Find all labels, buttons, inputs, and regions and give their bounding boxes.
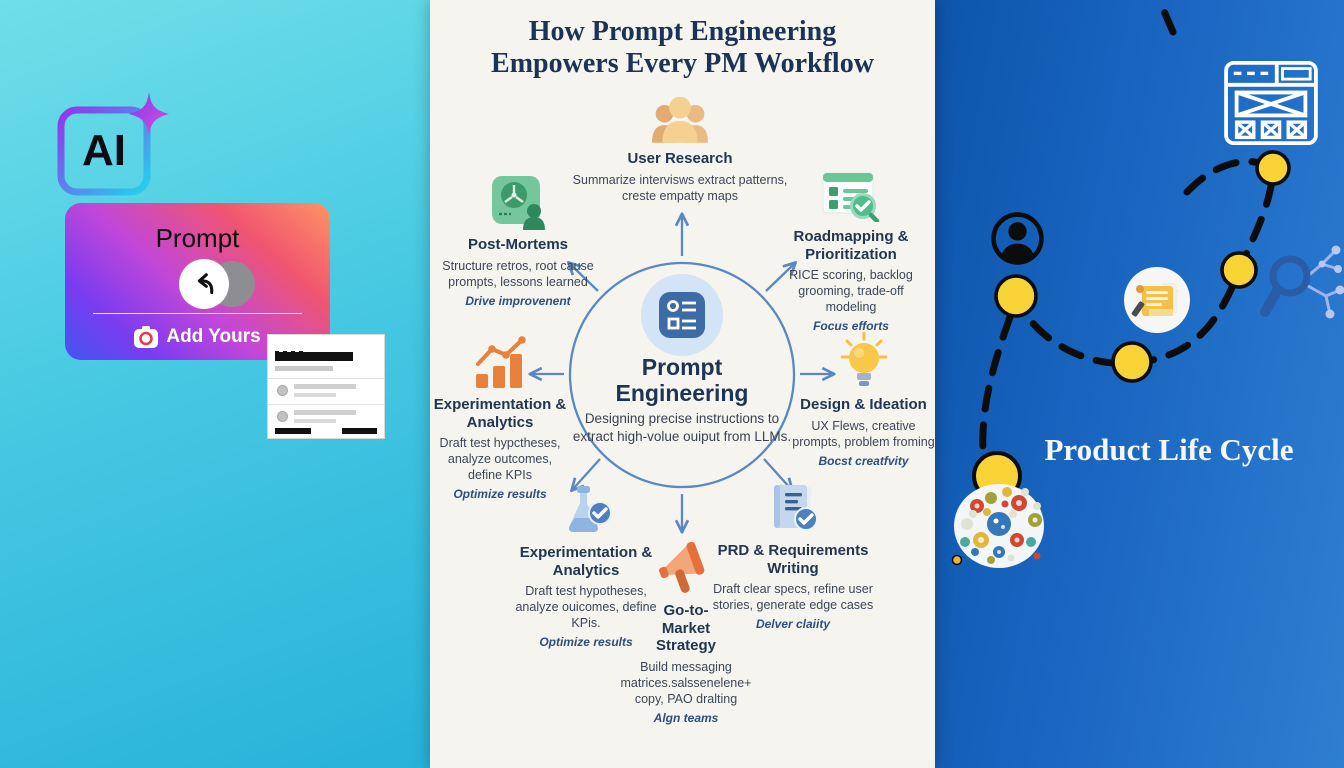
node-tagline: Optimize results xyxy=(539,635,633,650)
ai-sparkle-icon: AI xyxy=(55,90,180,205)
magnifier-network-icon xyxy=(1260,245,1344,319)
node-post-mortems: Post-Mortems Structure retros, root caus… xyxy=(438,174,598,308)
node-design-ideation: Design & Ideation UX Flews, creative pro… xyxy=(792,332,935,468)
ai-logo-text: AI xyxy=(82,126,126,175)
retro-board-icon xyxy=(438,174,598,230)
node-title: Roadmapping & Prioritization xyxy=(793,228,909,263)
form-mockup-card xyxy=(267,334,385,439)
undo-button[interactable] xyxy=(179,259,229,309)
hub-title: Prompt Engineering xyxy=(615,354,749,407)
node-title: User Research xyxy=(627,150,733,167)
lifecycle-node xyxy=(1255,150,1291,186)
node-tagline: Optimize results xyxy=(453,487,547,502)
mockup-button-bar[interactable] xyxy=(342,428,377,434)
idea-cluster-icon xyxy=(951,451,1044,568)
left-panel: AI Prompt Add Yours xyxy=(0,0,430,768)
node-description: Structure retros, root cause prompts, le… xyxy=(442,258,594,289)
flask-check-icon xyxy=(512,486,660,538)
browser-wireframe-icon xyxy=(1224,60,1318,146)
node-description: UX Flews, creative prompts, problem from… xyxy=(792,418,935,449)
node-description: Draft clear specs, refine user stories, … xyxy=(712,582,874,613)
mockup-button-bar[interactable] xyxy=(275,428,311,434)
page-title-line1: How Prompt Engineering xyxy=(528,16,837,47)
mockup-divider xyxy=(268,378,384,379)
node-title: Experimentation & Analytics xyxy=(519,544,653,579)
hub-icon-halo xyxy=(641,274,723,356)
add-yours-button[interactable]: Add Yours xyxy=(65,326,330,348)
mockup-row-bar xyxy=(294,419,336,423)
ai-logo-frame xyxy=(57,92,169,196)
node-title: Go-to-Market Strategy xyxy=(655,602,717,655)
prompt-story-card: Prompt Add Yours xyxy=(65,203,330,360)
page-title-line2: Empowers Every PM Workflow xyxy=(491,47,874,79)
document-check-icon xyxy=(712,484,874,536)
lifecycle-node xyxy=(1111,341,1153,383)
node-description: Summarize intervisws extract patterns, c… xyxy=(572,172,788,203)
mockup-row-bar xyxy=(294,393,336,397)
document-pencil-icon xyxy=(1124,267,1190,333)
camera-icon xyxy=(134,326,159,348)
node-tagline: Drive improvenent xyxy=(465,293,571,308)
add-yours-label: Add Yours xyxy=(166,326,261,347)
mockup-title-bar xyxy=(275,352,353,361)
mockup-row-bar xyxy=(294,384,356,389)
lifecycle-node xyxy=(994,274,1038,318)
node-tagline: Delver claiity xyxy=(755,617,831,632)
arrow-lower-left xyxy=(573,458,601,489)
people-icon xyxy=(570,96,790,144)
mockup-subtitle-bar xyxy=(275,366,333,371)
node-roadmapping: Roadmapping & Prioritization RICE scorin… xyxy=(772,168,930,333)
node-description: RICE scoring, backlog grooming, trade-of… xyxy=(789,268,913,315)
node-title: Experimentation & Analytics xyxy=(433,396,567,431)
mockup-divider xyxy=(268,404,384,405)
lightbulb-icon xyxy=(792,332,935,390)
product-life-cycle-title: Product Life Cycle xyxy=(1044,432,1294,467)
page-title: How Prompt Engineering Empowers Every PM… xyxy=(430,16,935,80)
node-title: PRD & Requirements Writing xyxy=(717,542,869,577)
node-prd-requirements: PRD & Requirements Writing Draft clear s… xyxy=(712,484,874,631)
undo-arrow-icon xyxy=(197,273,214,295)
form-list-icon xyxy=(659,292,705,338)
card-divider xyxy=(93,312,302,314)
node-title: Design & Ideation xyxy=(800,396,927,413)
user-avatar-icon xyxy=(991,212,1044,265)
node-description: Draft test hypotheses, analyze ouicomes,… xyxy=(515,584,657,631)
node-user-research: User Research Summarize intervisws extra… xyxy=(570,96,790,204)
mockup-row-bar xyxy=(294,410,356,415)
hub-description: Designing precise instructions to extrac… xyxy=(572,411,792,445)
checklist-magnifier-icon xyxy=(772,168,930,222)
node-title: Post-Mortems xyxy=(467,236,568,253)
mockup-row-icon xyxy=(277,385,288,396)
node-description: Build messaging matrices.salssenelene+ c… xyxy=(620,660,752,707)
node-tagline: Algn teams xyxy=(653,711,719,726)
undo-button-group xyxy=(171,259,255,309)
node-experimentation-analytics-bottom: Experimentation & Analytics Draft test h… xyxy=(512,486,660,649)
bar-chart-icon xyxy=(430,336,570,390)
right-panel: Product Life Cycle xyxy=(935,0,1344,768)
prompt-card-title: Prompt xyxy=(155,223,240,253)
megaphone-icon xyxy=(606,538,766,596)
node-tagline: Bocst creatfvity xyxy=(818,453,909,468)
lifecycle-node xyxy=(1220,251,1258,289)
node-description: Draft test hypctheses, analyze outcomes,… xyxy=(439,436,561,483)
node-go-to-market: Go-to-Market Strategy Build messaging ma… xyxy=(606,538,766,725)
mockup-row-icon xyxy=(277,411,288,422)
center-panel: How Prompt Engineering Empowers Every PM… xyxy=(430,0,935,768)
node-tagline: Focus efforts xyxy=(813,319,889,334)
node-experimentation-analytics-left: Experimentation & Analytics Draft test h… xyxy=(430,336,570,501)
